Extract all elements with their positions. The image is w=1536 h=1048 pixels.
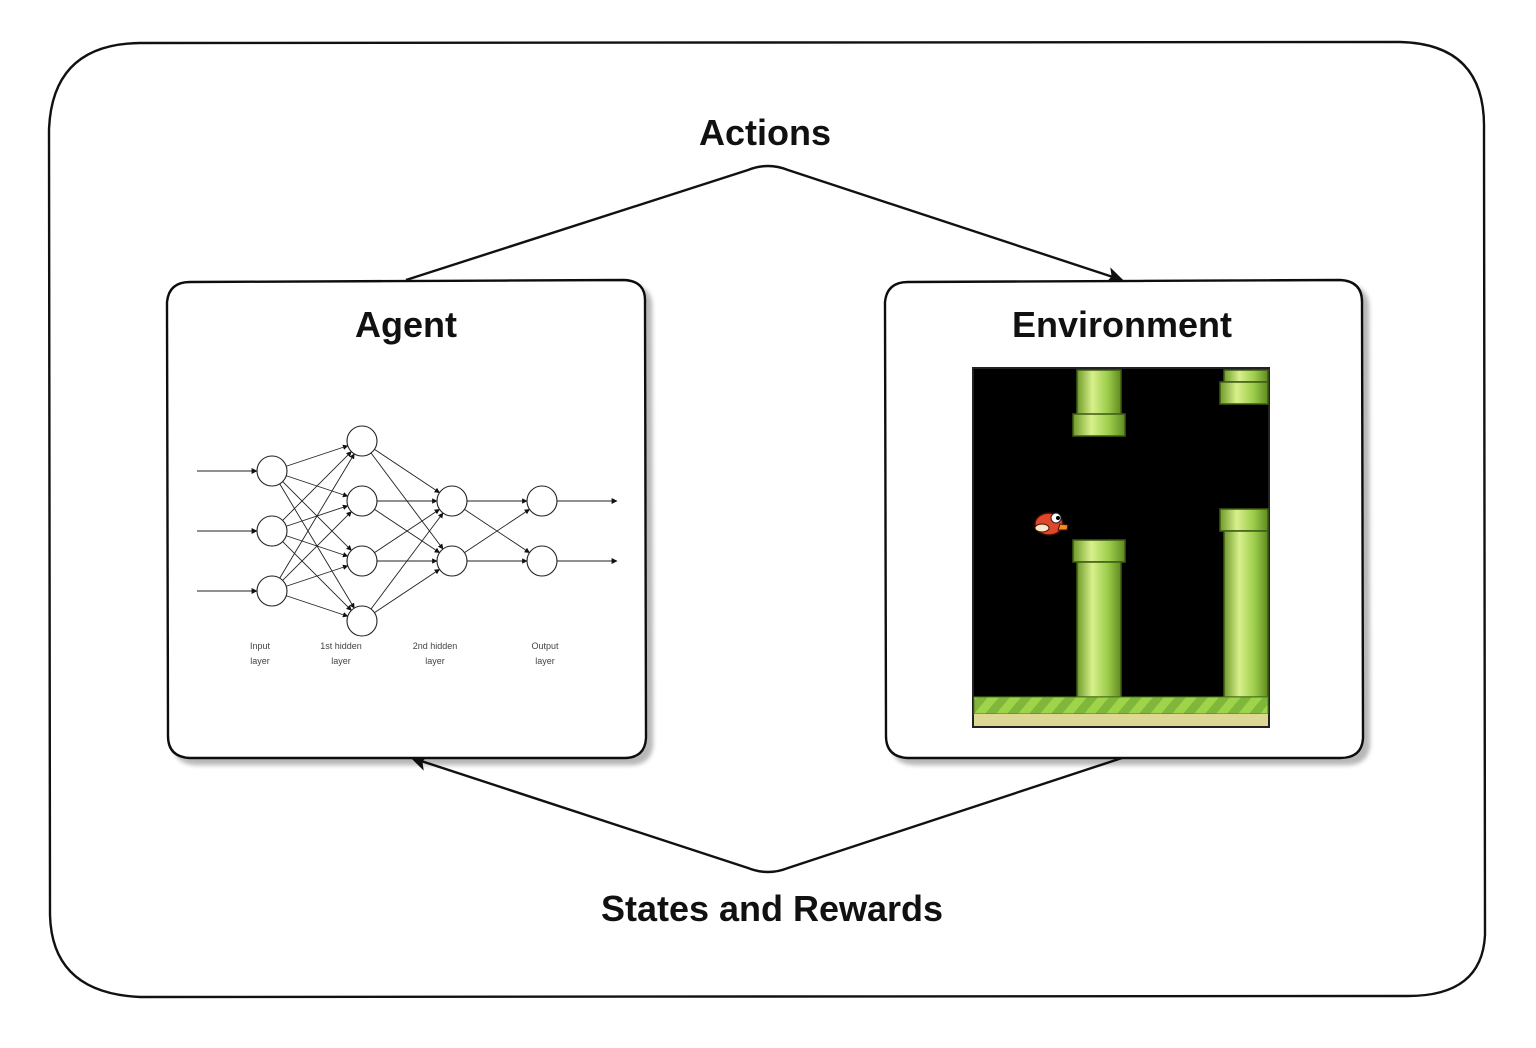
output-layer-caption-2: layer [535,656,555,666]
nn-node [346,605,378,637]
hidden2-layer-caption-1: 2nd hidden [413,641,458,651]
pipe-top-left [1072,369,1126,437]
nn-node [526,485,558,517]
pipe-top-right [1219,369,1269,405]
nn-node [346,485,378,517]
input-layer-caption-1: Input [250,641,271,651]
bird-icon [1034,512,1069,536]
nn-node [436,485,468,517]
nn-node [256,455,288,487]
nn-connection [279,453,355,579]
environment-box: Environment [883,278,1365,760]
nn-node [436,545,468,577]
pipe-bottom-left [1072,539,1126,698]
agent-box: Agent Input layer 1st hidden layer 2nd h… [165,278,648,760]
nn-connection [464,508,530,554]
nn-node [256,515,288,547]
pipe-bottom-right [1219,508,1269,698]
nn-connection [374,508,440,554]
nn-connection [374,448,440,494]
ground-stripes [973,696,1269,715]
game-screenshot [972,367,1270,728]
nn-node [256,575,288,607]
nn-node [346,425,378,457]
nn-connection [282,511,352,581]
actions-arrow [405,164,1124,284]
nn-connection [286,444,349,467]
nn-connection [374,568,440,614]
actions-label: Actions [699,112,831,153]
nn-connection [282,451,352,521]
ground-sand [974,714,1268,726]
nn-connection [370,512,444,610]
states-rewards-arrow [410,754,1123,874]
nn-connection [286,564,349,587]
nn-layer-captions: Input layer 1st hidden layer 2nd hidden … [250,641,559,666]
input-layer-caption-2: layer [250,656,270,666]
nn-node [346,545,378,577]
hidden2-layer-caption-2: layer [425,656,445,666]
states-rewards-label: States and Rewards [601,888,943,929]
agent-title: Agent [355,304,457,345]
output-layer-caption-1: Output [531,641,559,651]
environment-title: Environment [1012,304,1232,345]
nn-connection [286,595,349,618]
outer-frame [47,40,1487,999]
neural-network [197,425,618,637]
hidden1-layer-caption-1: 1st hidden [320,641,362,651]
nn-node [526,545,558,577]
hidden1-layer-caption-2: layer [331,656,351,666]
